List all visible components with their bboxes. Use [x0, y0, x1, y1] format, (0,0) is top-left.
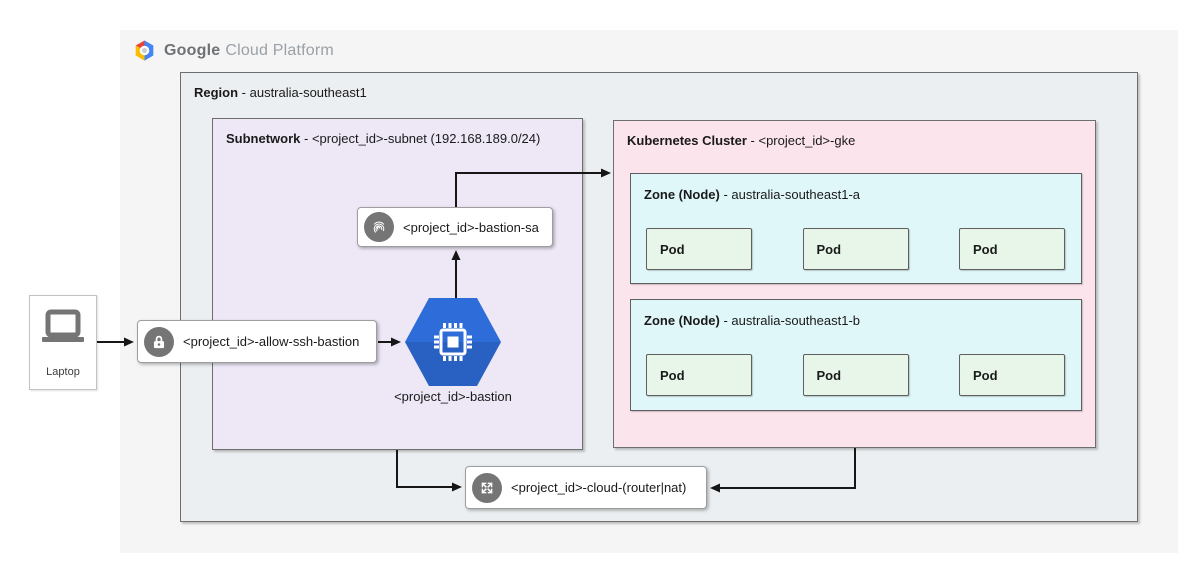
kubernetes-cluster-title: Kubernetes Cluster	[627, 133, 747, 148]
subnetwork-title: Subnetwork	[226, 131, 301, 146]
cloud-router-nat-node: <project_id>-cloud-(router|nat)	[465, 466, 707, 509]
pod: Pod	[959, 228, 1065, 270]
region-label: Region - australia-southeast1	[194, 85, 367, 100]
kubernetes-cluster-container: Kubernetes Cluster - <project_id>-gke Zo…	[613, 120, 1096, 448]
bastion-vm-label: <project_id>-bastion	[394, 389, 512, 404]
laptop-label: Laptop	[46, 366, 80, 378]
zone-b-title: Zone (Node)	[644, 313, 720, 328]
kubernetes-cluster-label: Kubernetes Cluster - <project_id>-gke	[627, 133, 855, 148]
lock-icon	[144, 326, 174, 357]
gcp-hexagon-logo-icon	[135, 40, 154, 61]
zone-b-name: - australia-southeast1-b	[719, 313, 861, 328]
zone-node-a: Zone (Node) - australia-southeast1-a Pod…	[630, 173, 1082, 284]
region-name: - australia-southeast1	[238, 85, 367, 100]
pod: Pod	[959, 354, 1065, 396]
fingerprint-icon	[364, 212, 394, 242]
pod: Pod	[646, 354, 752, 396]
laptop-node: Laptop	[29, 295, 97, 390]
compute-engine-hexagon-icon	[405, 298, 501, 386]
region-title: Region	[194, 85, 239, 100]
logo-suffix: Cloud Platform	[225, 41, 334, 59]
pod: Pod	[646, 228, 752, 270]
zone-node-b: Zone (Node) - australia-southeast1-b Pod…	[630, 299, 1082, 411]
service-account-label: <project_id>-bastion-sa	[403, 219, 539, 235]
cloud-router-nat-label: <project_id>-cloud-(router|nat)	[511, 480, 687, 495]
router-nat-arrows-icon	[472, 472, 502, 503]
pod: Pod	[802, 228, 909, 270]
zone-a-name: - australia-southeast1-a	[719, 187, 861, 202]
subnetwork-label: Subnetwork - <project_id>-subnet (192.16…	[226, 131, 540, 146]
zone-a-title: Zone (Node)	[644, 187, 720, 202]
pod: Pod	[802, 354, 909, 396]
firewall-rule-node: <project_id>-allow-ssh-bastion	[137, 320, 377, 363]
zone-a-pod-row: Pod Pod Pod	[646, 228, 1065, 270]
laptop-icon	[42, 309, 84, 342]
service-account-node: <project_id>-bastion-sa	[357, 207, 553, 247]
zone-a-label: Zone (Node) - australia-southeast1-a	[644, 187, 860, 202]
subnetwork-name: - <project_id>-subnet (192.168.189.0/24)	[300, 131, 541, 146]
logo-brand: Google	[164, 41, 221, 59]
chip-icon	[434, 323, 472, 361]
kubernetes-cluster-name: - <project_id>-gke	[746, 133, 856, 148]
firewall-rule-label: <project_id>-allow-ssh-bastion	[183, 334, 360, 349]
zone-b-pod-row: Pod Pod Pod	[646, 354, 1065, 396]
zone-b-label: Zone (Node) - australia-southeast1-b	[644, 313, 860, 328]
